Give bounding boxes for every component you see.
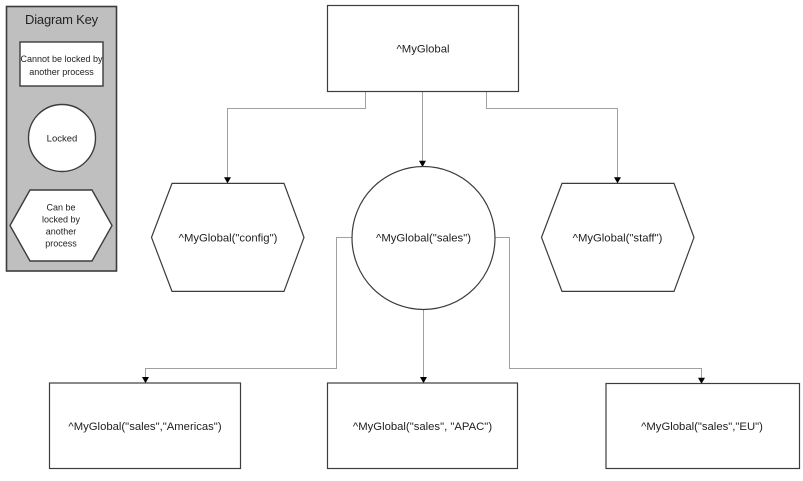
svg-text:Diagram Key: Diagram Key	[25, 12, 99, 27]
svg-text:locked by: locked by	[42, 215, 81, 225]
svg-text:Cannot be locked by: Cannot be locked by	[20, 54, 103, 64]
svg-text:^MyGlobal: ^MyGlobal	[396, 44, 449, 56]
svg-text:^MyGlobal("sales","EU"): ^MyGlobal("sales","EU")	[641, 421, 763, 433]
svg-text:^MyGlobal("staff"): ^MyGlobal("staff")	[573, 233, 663, 245]
svg-text:another: another	[46, 227, 77, 237]
svg-text:another process: another process	[29, 67, 94, 77]
svg-text:Locked: Locked	[47, 134, 78, 145]
svg-text:process: process	[45, 239, 77, 249]
svg-text:Can be: Can be	[46, 203, 75, 213]
svg-text:^MyGlobal("sales"): ^MyGlobal("sales")	[376, 233, 471, 245]
svg-text:^MyGlobal("config"): ^MyGlobal("config")	[179, 233, 278, 245]
svg-text:^MyGlobal("sales", "APAC"): ^MyGlobal("sales", "APAC")	[353, 421, 492, 433]
svg-text:^MyGlobal("sales","Americas"): ^MyGlobal("sales","Americas")	[68, 421, 221, 433]
